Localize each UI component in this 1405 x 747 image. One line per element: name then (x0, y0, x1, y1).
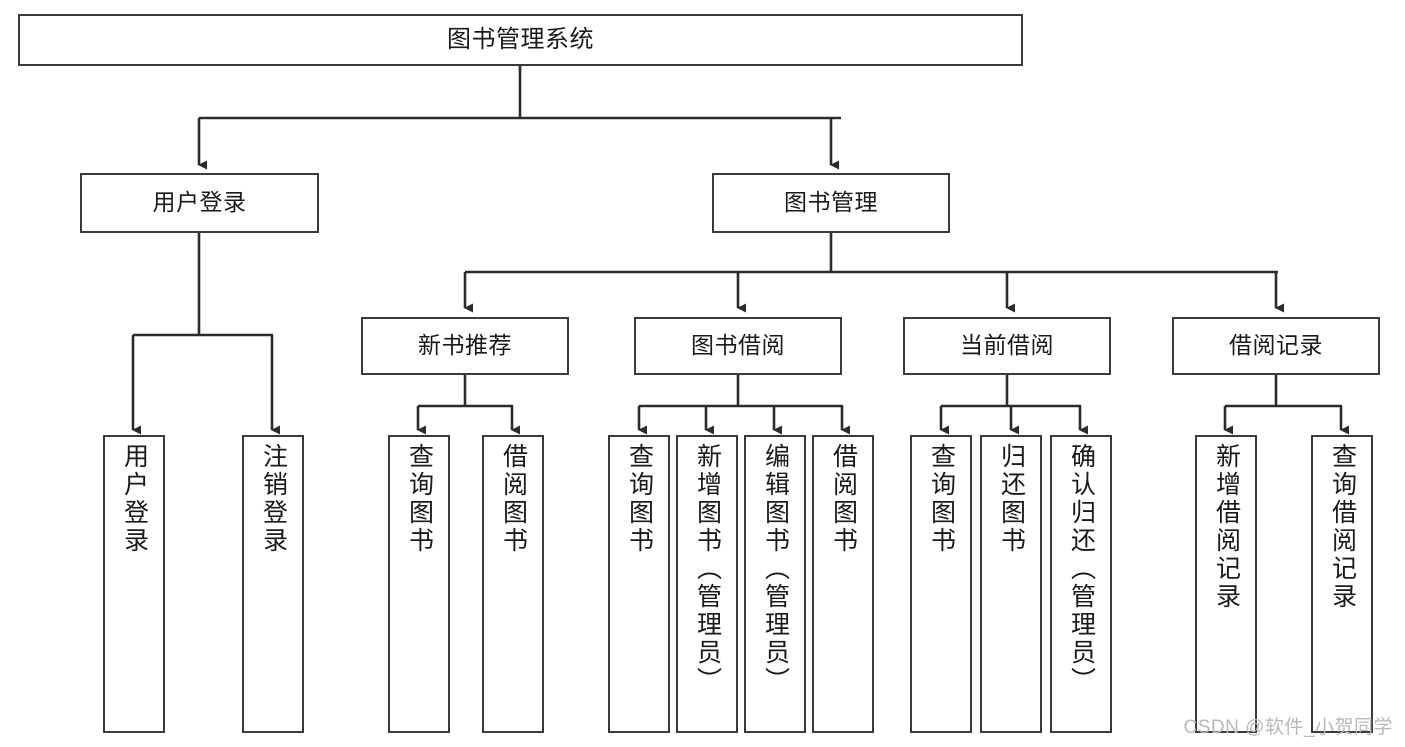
node-borrow-record-label: 借阅记录 (1229, 332, 1323, 359)
node-leaf-confirm-return-label: 确认归还（管理员） (1067, 443, 1096, 695)
node-leaf-add-book[interactable]: 新增图书（管理员） (676, 435, 738, 733)
node-leaf-query-record[interactable]: 查询借阅记录 (1311, 435, 1373, 733)
node-leaf-logout[interactable]: 注销登录 (242, 435, 304, 733)
node-user-login[interactable]: 用户登录 (80, 173, 319, 233)
node-root-label: 图书管理系统 (447, 25, 594, 53)
node-new-book-rec[interactable]: 新书推荐 (361, 317, 569, 375)
node-book-borrow-label: 图书借阅 (691, 332, 785, 359)
node-leaf-add-record[interactable]: 新增借阅记录 (1195, 435, 1257, 733)
node-current-borrow-label: 当前借阅 (960, 332, 1054, 359)
node-leaf-borrow-book-2-label: 借阅图书 (829, 443, 858, 555)
node-leaf-borrow-book-2[interactable]: 借阅图书 (812, 435, 874, 733)
node-leaf-query-book-3-label: 查询图书 (927, 443, 956, 555)
node-leaf-query-book-2[interactable]: 查询图书 (608, 435, 670, 733)
node-leaf-edit-book-label: 编辑图书（管理员） (761, 443, 790, 695)
node-book-borrow[interactable]: 图书借阅 (634, 317, 842, 375)
node-leaf-user-login[interactable]: 用户登录 (103, 435, 165, 733)
node-leaf-user-login-label: 用户登录 (120, 443, 149, 555)
node-leaf-query-book-1[interactable]: 查询图书 (388, 435, 450, 733)
node-leaf-query-book-3[interactable]: 查询图书 (910, 435, 972, 733)
node-leaf-add-book-label: 新增图书（管理员） (693, 443, 722, 695)
node-new-book-rec-label: 新书推荐 (418, 332, 512, 359)
node-leaf-confirm-return[interactable]: 确认归还（管理员） (1050, 435, 1112, 733)
csdn-watermark: CSDN @软件_小贺同学 (1183, 717, 1393, 738)
node-root[interactable]: 图书管理系统 (18, 14, 1023, 66)
node-leaf-borrow-book-1[interactable]: 借阅图书 (482, 435, 544, 733)
node-leaf-borrow-book-1-label: 借阅图书 (499, 443, 528, 555)
node-borrow-record[interactable]: 借阅记录 (1172, 317, 1380, 375)
node-leaf-logout-label: 注销登录 (259, 443, 288, 555)
node-leaf-return-book-label: 归还图书 (997, 443, 1026, 555)
node-user-login-label: 用户登录 (152, 189, 247, 216)
node-leaf-query-book-1-label: 查询图书 (405, 443, 434, 555)
node-leaf-return-book[interactable]: 归还图书 (980, 435, 1042, 733)
node-leaf-add-record-label: 新增借阅记录 (1212, 443, 1241, 611)
node-book-manage-label: 图书管理 (784, 189, 878, 216)
node-leaf-query-record-label: 查询借阅记录 (1328, 443, 1357, 611)
node-leaf-query-book-2-label: 查询图书 (625, 443, 654, 555)
node-current-borrow[interactable]: 当前借阅 (903, 317, 1111, 375)
node-book-manage[interactable]: 图书管理 (712, 173, 950, 233)
node-leaf-edit-book[interactable]: 编辑图书（管理员） (744, 435, 806, 733)
